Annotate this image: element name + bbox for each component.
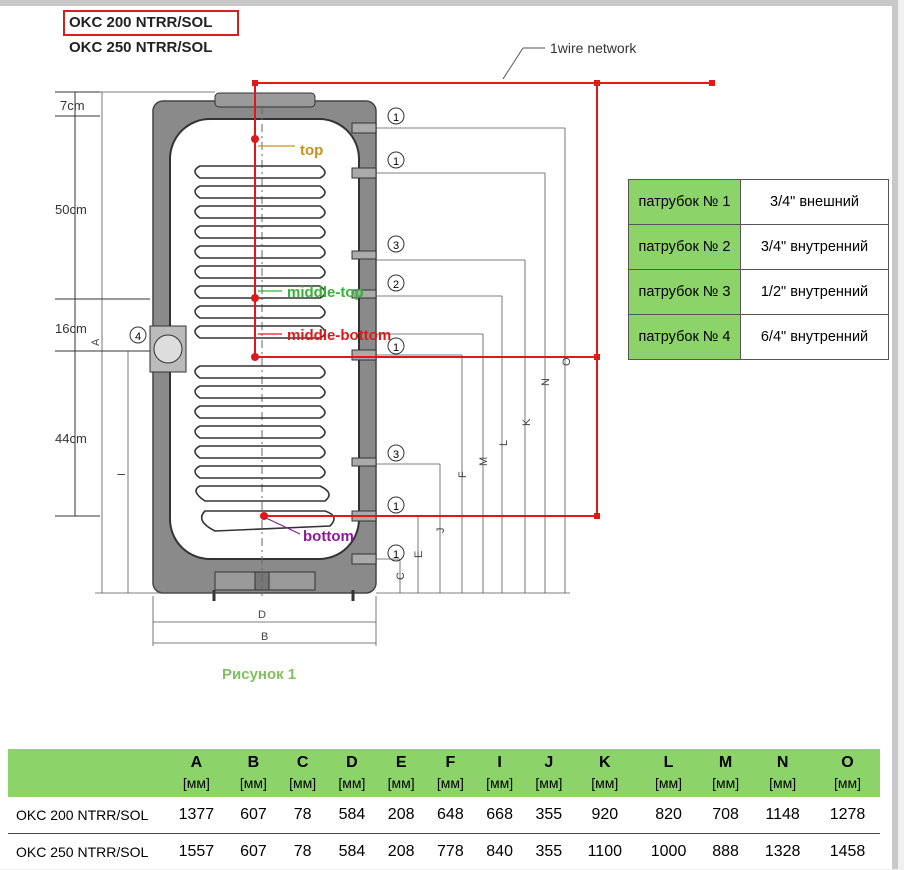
fitting-size: 3/4" внутренний bbox=[741, 225, 889, 270]
cell: 1000 bbox=[636, 834, 701, 870]
cell: 355 bbox=[524, 834, 573, 870]
sensor-label-top: top bbox=[300, 142, 323, 159]
dim-col: A[мм] bbox=[164, 749, 229, 797]
dim-col: I[мм] bbox=[475, 749, 524, 797]
cell: 607 bbox=[229, 834, 278, 870]
dim-letter-d: D bbox=[258, 609, 266, 621]
dimensions-header-row: A[мм] B[мм] C[мм] D[мм] E[мм] F[мм] I[мм… bbox=[8, 749, 880, 797]
fitting-num: 1 bbox=[393, 501, 399, 513]
fittings-row: патрубок № 2 3/4" внутренний bbox=[629, 225, 889, 270]
row-model: OKC 200 NTRR/SOL bbox=[8, 797, 164, 834]
dim-letter-a: A bbox=[90, 338, 102, 346]
cell: 584 bbox=[327, 834, 376, 870]
dim-col: K[мм] bbox=[573, 749, 636, 797]
cell: 208 bbox=[377, 797, 426, 834]
cell: 208 bbox=[377, 834, 426, 870]
fitting-num: 3 bbox=[393, 449, 399, 461]
table-row: OKC 200 NTRR/SOL 1377 607 78 584 208 648… bbox=[8, 797, 880, 834]
cell: 1100 bbox=[573, 834, 636, 870]
svg-text:50cm: 50cm bbox=[55, 202, 87, 217]
side-flange-hole bbox=[154, 335, 182, 363]
fitting-size: 3/4" внешний bbox=[741, 180, 889, 225]
cell: 1328 bbox=[750, 834, 815, 870]
cell: 584 bbox=[327, 797, 376, 834]
fitting-num: 4 bbox=[135, 331, 141, 343]
svg-text:F: F bbox=[457, 471, 469, 478]
cell: 78 bbox=[278, 797, 327, 834]
dimensions-header-model bbox=[8, 749, 164, 797]
sensor-label-middle-top: middle-top bbox=[287, 284, 364, 301]
network-arrow bbox=[503, 48, 523, 79]
network-label: 1wire network bbox=[550, 40, 637, 56]
dim-col: N[мм] bbox=[750, 749, 815, 797]
dim-col: B[мм] bbox=[229, 749, 278, 797]
svg-text:44cm: 44cm bbox=[55, 431, 87, 446]
fitting-num: 1 bbox=[393, 112, 399, 124]
row-model: OKC 250 NTRR/SOL bbox=[8, 834, 164, 870]
svg-text:16cm: 16cm bbox=[55, 321, 87, 336]
svg-text:J: J bbox=[435, 528, 447, 534]
fitting-label: патрубок № 1 bbox=[629, 180, 741, 225]
tank-top-cap bbox=[215, 93, 315, 107]
cm-labels: 7cm 50cm 16cm 44cm bbox=[55, 98, 87, 446]
fitting-label: патрубок № 3 bbox=[629, 270, 741, 315]
fitting-size: 1/2" внутренний bbox=[741, 270, 889, 315]
fitting-size: 6/4" внутренний bbox=[741, 315, 889, 360]
table-row: OKC 250 NTRR/SOL 1557 607 78 584 208 778… bbox=[8, 834, 880, 870]
cell: 78 bbox=[278, 834, 327, 870]
fittings-row: патрубок № 3 1/2" внутренний bbox=[629, 270, 889, 315]
cell: 840 bbox=[475, 834, 524, 870]
fitting-num: 2 bbox=[393, 279, 399, 291]
dim-col: C[мм] bbox=[278, 749, 327, 797]
dim-col: O[мм] bbox=[815, 749, 880, 797]
fitting-num: 1 bbox=[393, 342, 399, 354]
dim-col: L[мм] bbox=[636, 749, 701, 797]
cell: 820 bbox=[636, 797, 701, 834]
cell: 607 bbox=[229, 797, 278, 834]
svg-text:O: O bbox=[561, 357, 573, 366]
svg-text:M: M bbox=[478, 457, 490, 466]
dim-col: J[мм] bbox=[524, 749, 573, 797]
cell: 355 bbox=[524, 797, 573, 834]
cell: 1377 bbox=[164, 797, 229, 834]
cell: 920 bbox=[573, 797, 636, 834]
cell: 1458 bbox=[815, 834, 880, 870]
sensor-label-bottom: bottom bbox=[303, 528, 354, 545]
fitting-num: 3 bbox=[393, 240, 399, 252]
svg-text:K: K bbox=[521, 418, 533, 426]
sensor-label-middle-bottom: middle-bottom bbox=[287, 327, 391, 344]
cell: 1148 bbox=[750, 797, 815, 834]
dim-col: E[мм] bbox=[377, 749, 426, 797]
dimension-lines-right bbox=[376, 128, 570, 593]
cell: 668 bbox=[475, 797, 524, 834]
svg-text:C: C bbox=[395, 572, 407, 580]
svg-text:E: E bbox=[413, 551, 425, 558]
fitting-num: 1 bbox=[393, 156, 399, 168]
cell: 1557 bbox=[164, 834, 229, 870]
dim-letter-i: I bbox=[116, 473, 128, 476]
cell: 888 bbox=[701, 834, 750, 870]
fittings-table: патрубок № 1 3/4" внешний патрубок № 2 3… bbox=[628, 179, 889, 360]
dim-col: M[мм] bbox=[701, 749, 750, 797]
fittings-row: патрубок № 1 3/4" внешний bbox=[629, 180, 889, 225]
dim-col: F[мм] bbox=[426, 749, 475, 797]
fitting-label: патрубок № 4 bbox=[629, 315, 741, 360]
fitting-label: патрубок № 2 bbox=[629, 225, 741, 270]
svg-text:7cm: 7cm bbox=[60, 98, 85, 113]
cell: 708 bbox=[701, 797, 750, 834]
figure-caption: Рисунок 1 bbox=[222, 666, 296, 683]
dim-letter-b: B bbox=[261, 631, 268, 643]
cell: 648 bbox=[426, 797, 475, 834]
svg-text:N: N bbox=[540, 378, 552, 386]
dimension-letters-right: O N K L M F J E C bbox=[395, 357, 573, 580]
fittings-row: патрубок № 4 6/4" внутренний bbox=[629, 315, 889, 360]
dimensions-table: A[мм] B[мм] C[мм] D[мм] E[мм] F[мм] I[мм… bbox=[8, 749, 880, 870]
svg-text:L: L bbox=[498, 440, 510, 446]
cell: 778 bbox=[426, 834, 475, 870]
dim-col: D[мм] bbox=[327, 749, 376, 797]
cell: 1278 bbox=[815, 797, 880, 834]
cm-measure-lines bbox=[55, 92, 150, 516]
